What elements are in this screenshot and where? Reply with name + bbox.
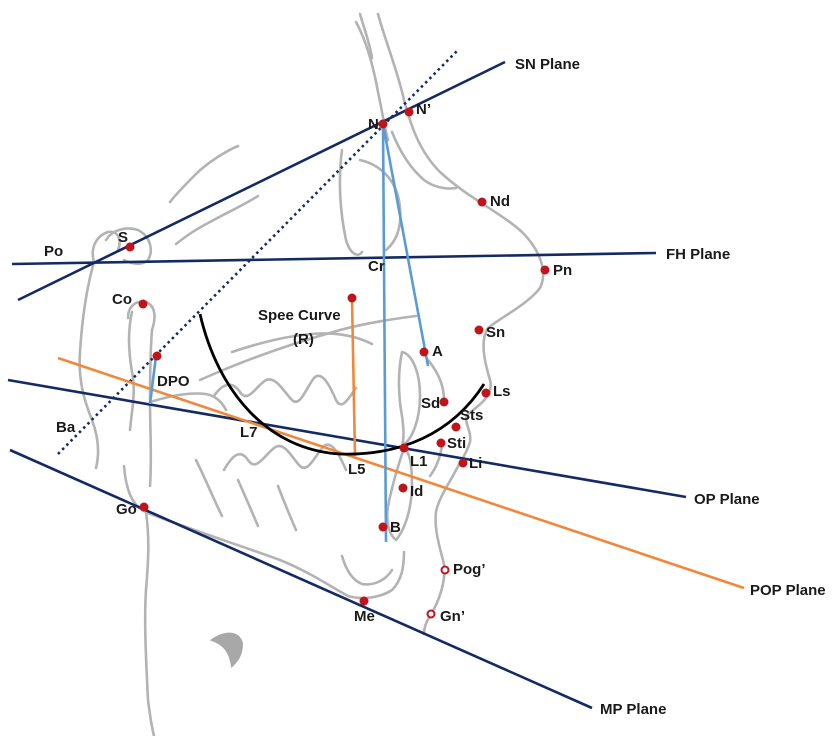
landmark-pog-soft bbox=[440, 565, 450, 575]
orbit-contour bbox=[358, 158, 402, 252]
ba-n-dotted-line bbox=[57, 49, 459, 455]
landmark-li bbox=[458, 458, 468, 468]
soft-tissue-profile bbox=[376, 12, 545, 636]
sella-turcica bbox=[104, 227, 152, 266]
label-sti: Sti bbox=[447, 435, 466, 452]
cranial-base-upper bbox=[168, 144, 240, 204]
nasal-inner-contour bbox=[390, 130, 458, 190]
label-b: B bbox=[390, 519, 401, 536]
pop-plane-line bbox=[57, 356, 745, 590]
condyle-contour bbox=[127, 310, 135, 432]
sn-plane-line bbox=[17, 60, 506, 302]
landmark-labels: N N’ Nd S Po Cr Pn Co Sn A DPO Ls Sd Sts… bbox=[44, 101, 572, 625]
label-dpo: DPO bbox=[157, 373, 190, 390]
spee-curve-radius-label: (R) bbox=[293, 331, 314, 348]
mandible-border bbox=[122, 464, 406, 600]
landmark-ls bbox=[481, 388, 491, 398]
sn-plane-label: SN Plane bbox=[515, 56, 580, 73]
landmark-me bbox=[359, 596, 369, 606]
curve-of-spee bbox=[198, 313, 486, 456]
label-ls: Ls bbox=[493, 383, 511, 400]
label-l5: L5 bbox=[348, 461, 366, 478]
landmark-go bbox=[139, 502, 149, 512]
landmark-pn bbox=[540, 265, 550, 275]
landmark-n bbox=[378, 119, 388, 129]
dpo-line bbox=[148, 355, 158, 405]
landmark-co bbox=[138, 299, 148, 309]
landmark-speer-center bbox=[347, 293, 357, 303]
plane-labels: SN Plane FH Plane OP Plane POP Plane MP … bbox=[515, 56, 826, 718]
porion-contour bbox=[91, 230, 121, 264]
op-plane-label: OP Plane bbox=[694, 491, 760, 508]
landmark-id bbox=[398, 483, 408, 493]
label-ba: Ba bbox=[56, 419, 76, 436]
upper-teeth bbox=[212, 374, 358, 406]
posterior-contour bbox=[78, 260, 100, 470]
landmark-a bbox=[419, 347, 429, 357]
label-go: Go bbox=[116, 501, 137, 518]
landmark-points bbox=[125, 107, 550, 619]
landmark-sd bbox=[439, 397, 449, 407]
landmark-l1 bbox=[399, 443, 409, 453]
landmark-s bbox=[125, 242, 135, 252]
landmark-nd bbox=[477, 197, 487, 207]
landmark-sn bbox=[474, 325, 484, 335]
frontal-contour bbox=[358, 12, 374, 60]
op-plane-line bbox=[7, 378, 687, 499]
label-n: N bbox=[368, 116, 379, 133]
landmark-n-soft bbox=[404, 107, 414, 117]
spee-radius-line bbox=[350, 297, 357, 457]
lower-incisor bbox=[385, 446, 414, 542]
measurement-lines bbox=[148, 123, 430, 543]
label-n-soft: N’ bbox=[416, 101, 431, 118]
reference-planes bbox=[7, 60, 687, 710]
fh-plane-label: FH Plane bbox=[666, 246, 730, 263]
spee-curve-label: Spee Curve bbox=[258, 307, 341, 324]
lower-teeth bbox=[222, 443, 348, 472]
symphysis-inner bbox=[340, 554, 394, 586]
fh-plane-line bbox=[11, 251, 657, 266]
label-cr: Cr bbox=[368, 258, 385, 275]
label-po: Po bbox=[44, 243, 63, 260]
mp-plane-line bbox=[9, 448, 593, 710]
label-l7: L7 bbox=[240, 424, 258, 441]
n-a-line bbox=[381, 123, 430, 367]
label-sts: Sts bbox=[460, 407, 483, 424]
label-co: Co bbox=[112, 291, 132, 308]
label-sn: Sn bbox=[486, 324, 505, 341]
label-sd: Sd bbox=[421, 395, 440, 412]
label-s: S bbox=[118, 229, 128, 246]
landmark-sts bbox=[451, 422, 461, 432]
skull-tracing bbox=[78, 12, 545, 736]
label-a: A bbox=[432, 343, 443, 360]
label-id: Id bbox=[410, 483, 423, 500]
upper-incisor bbox=[397, 350, 422, 448]
label-nd: Nd bbox=[490, 193, 510, 210]
label-li: Li bbox=[469, 455, 482, 472]
upper-lip-inner bbox=[426, 358, 446, 402]
pop-plane-label: POP Plane bbox=[750, 582, 826, 599]
frontal-sinus bbox=[338, 148, 364, 256]
label-l1: L1 bbox=[410, 453, 428, 470]
pterygoid-plate bbox=[148, 392, 228, 412]
label-pog-soft: Pog’ bbox=[453, 561, 486, 578]
label-pn: Pn bbox=[553, 262, 572, 279]
label-me: Me bbox=[354, 608, 375, 625]
landmark-dpo bbox=[152, 351, 162, 361]
label-gn-soft: Gn’ bbox=[440, 608, 465, 625]
lower-molar-roots bbox=[194, 458, 298, 532]
landmark-gn-soft bbox=[426, 609, 436, 619]
hyoid-bone bbox=[209, 632, 244, 669]
lower-lip-inner bbox=[428, 444, 444, 478]
maxilla-outline bbox=[230, 332, 374, 354]
cranial-base-lower bbox=[174, 194, 260, 246]
n-b-line bbox=[381, 123, 388, 543]
landmark-b bbox=[378, 522, 388, 532]
mandibular-ramus-post bbox=[143, 510, 156, 736]
mp-plane-label: MP Plane bbox=[600, 701, 666, 718]
ramus-front bbox=[148, 328, 154, 488]
landmark-sti bbox=[436, 438, 446, 448]
